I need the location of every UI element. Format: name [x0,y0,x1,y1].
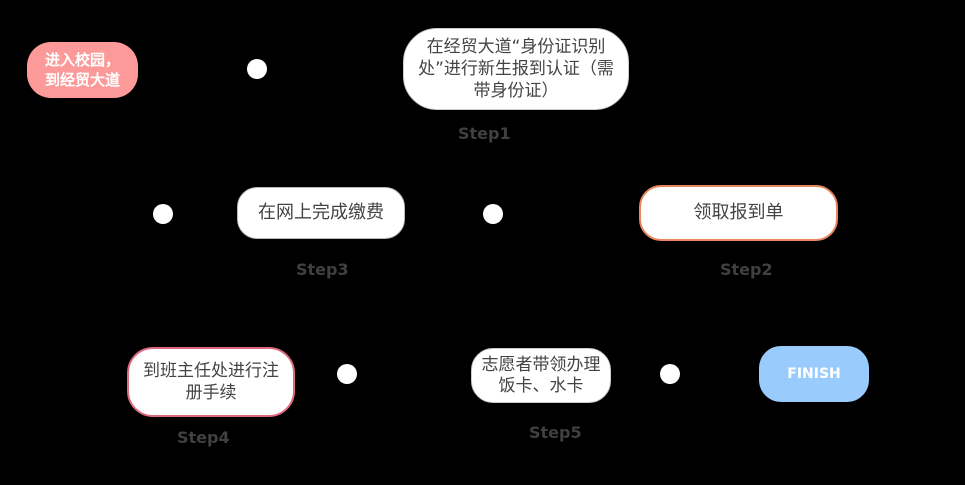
step4-text: 到班主任处进行注册手续 [143,361,279,403]
step2-label: Step2 [720,260,773,279]
finish-node: FINISH [759,346,869,402]
connector-dot [247,59,267,79]
step3-node: 在网上完成缴费 [237,187,405,239]
step2-text: 领取报到单 [693,202,784,223]
finish-label: FINISH [787,366,841,382]
step5-text: 志愿者带领办理饭卡、水卡 [481,354,601,396]
connector-dot [483,204,503,224]
step1-text: 在经贸大道“身份证识别处”进行新生报到认证（需带身份证） [418,37,614,101]
step2-node: 领取报到单 [639,185,838,241]
step3-text: 在网上完成缴费 [258,202,384,223]
step4-node: 到班主任处进行注册手续 [127,347,295,417]
step4-label: Step4 [177,428,230,447]
start-label: 进入校园， 到经贸大道 [44,51,120,89]
start-node: 进入校园， 到经贸大道 [27,42,138,98]
step1-node: 在经贸大道“身份证识别处”进行新生报到认证（需带身份证） [403,28,629,110]
connector-dot [153,204,173,224]
connector-dot [337,364,357,384]
step5-node: 志愿者带领办理饭卡、水卡 [471,348,611,403]
step5-label: Step5 [529,423,582,442]
step1-label: Step1 [458,124,511,143]
connector-dot [660,364,680,384]
step3-label: Step3 [296,260,349,279]
